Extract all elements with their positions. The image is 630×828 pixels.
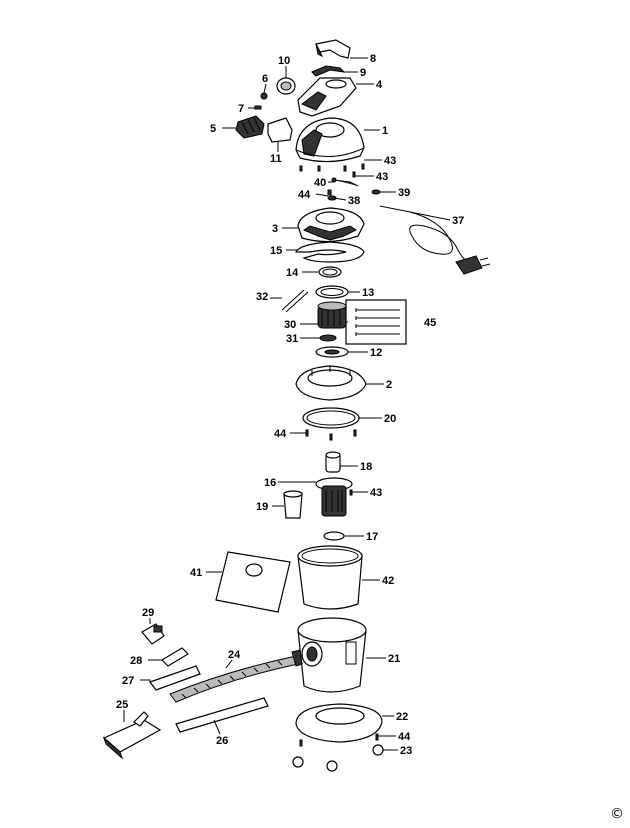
label-14: 14 [286, 267, 299, 279]
part-17-ring [323, 531, 345, 541]
label-13: 13 [362, 287, 374, 299]
part-7-screw [254, 105, 262, 110]
label-15: 15 [270, 245, 282, 257]
label-11: 11 [270, 153, 282, 165]
label-21: 21 [388, 653, 400, 665]
label-23: 23 [400, 745, 412, 757]
part-44-screws-a [305, 429, 357, 441]
part-19-cartridge [283, 490, 303, 519]
label-43-c: 43 [370, 487, 382, 499]
label-3: 3 [272, 223, 278, 235]
part-28-crevice-tool [161, 647, 189, 667]
part-2-lid [295, 365, 367, 401]
part-16-filter-cage [315, 477, 353, 517]
part-11-foam-filter [267, 117, 293, 143]
label-27: 27 [122, 675, 134, 687]
part-5-filter-grill [235, 115, 265, 139]
part-24-hose [169, 649, 303, 703]
label-31: 31 [286, 333, 298, 345]
part-22-base [295, 703, 383, 743]
part-1-motor-cover [295, 117, 365, 163]
part-29-nozzle [141, 623, 165, 645]
label-2: 2 [386, 379, 392, 391]
label-38: 38 [348, 195, 360, 207]
label-30: 30 [284, 319, 296, 331]
part-8-handle-clip [315, 39, 351, 59]
label-4: 4 [376, 79, 383, 91]
part-30-motor [317, 301, 347, 329]
label-12: 12 [370, 347, 382, 359]
label-28: 28 [130, 655, 142, 667]
part-39-connector [371, 189, 381, 195]
label-29: 29 [142, 607, 154, 619]
part-3-motor-housing [297, 207, 365, 243]
label-40: 40 [314, 177, 326, 189]
part-31-washer [319, 334, 337, 342]
part-32-brush-holder [281, 289, 309, 313]
label-6: 6 [262, 73, 268, 85]
part-37-power-cord [379, 205, 491, 275]
label-25: 25 [116, 699, 128, 711]
part-25-floor-nozzle [102, 711, 162, 760]
label-32: 32 [256, 291, 268, 303]
callout-labels: 8 9 10 4 6 7 5 11 1 43 43 40 39 44 38 37… [116, 53, 624, 822]
label-16: 16 [264, 477, 276, 489]
part-45-manual [345, 299, 407, 345]
label-7: 7 [238, 103, 244, 115]
copyright-mark: © [610, 806, 624, 822]
part-18-float [325, 451, 341, 473]
part-43-screw-c [349, 489, 353, 496]
label-18: 18 [360, 461, 372, 473]
part-9-strip [311, 65, 346, 77]
part-43-screw-b [352, 171, 356, 178]
label-5: 5 [210, 123, 216, 135]
label-43-a: 43 [384, 155, 396, 167]
label-22: 22 [396, 711, 408, 723]
part-20-seal [302, 407, 360, 429]
label-44-b: 44 [274, 428, 287, 440]
label-20: 20 [384, 413, 396, 425]
label-42: 42 [382, 575, 394, 587]
label-41: 41 [190, 567, 202, 579]
part-6-screw [260, 92, 268, 100]
label-43-b: 43 [376, 171, 388, 183]
part-41-bag [215, 551, 291, 613]
part-21-tank [297, 617, 367, 693]
label-10: 10 [278, 55, 290, 67]
part-26-extension-tube [175, 697, 269, 733]
part-27-wand-elbow [149, 665, 201, 691]
label-19: 19 [256, 501, 268, 513]
part-43-screws-a [299, 163, 365, 172]
label-45: 45 [424, 317, 436, 329]
part-40-switch [331, 177, 359, 187]
label-44-c: 44 [398, 731, 411, 743]
label-9: 9 [360, 67, 366, 79]
label-8: 8 [370, 53, 376, 65]
leader-lines [123, 57, 451, 751]
label-24: 24 [228, 649, 241, 661]
part-10-knob [276, 77, 296, 95]
label-26: 26 [216, 735, 228, 747]
label-1: 1 [382, 125, 388, 137]
label-44-a: 44 [298, 189, 311, 201]
part-44-screws-b [299, 733, 379, 747]
label-37: 37 [452, 215, 464, 227]
label-39: 39 [398, 187, 410, 199]
part-4-top-cover [297, 77, 357, 117]
part-13-gasket [315, 285, 349, 299]
label-17: 17 [366, 531, 378, 543]
part-23-castors [292, 744, 384, 772]
part-12-gasket [315, 346, 349, 358]
part-14-ring [318, 266, 342, 278]
part-42-inner-container [297, 545, 363, 610]
part-15-seal-ring [295, 241, 365, 263]
